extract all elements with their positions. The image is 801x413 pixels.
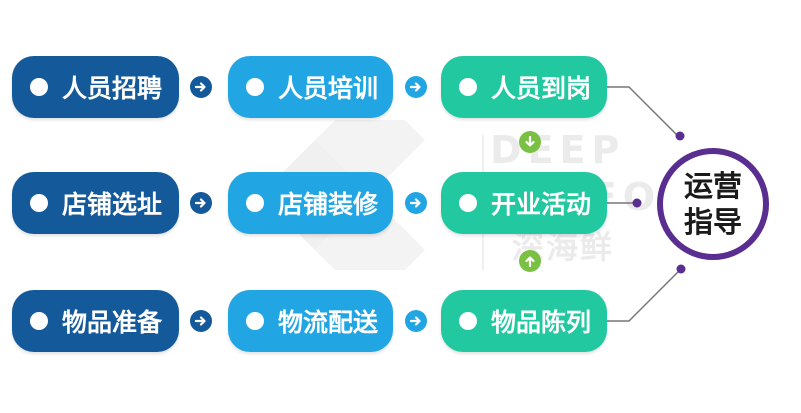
bullet-dot — [459, 194, 477, 212]
center-label-line1: 运营 — [683, 169, 742, 203]
bullet-dot — [459, 78, 477, 96]
step-logistics: 物流配送 — [228, 290, 393, 352]
step-display: 物品陈列 — [441, 290, 607, 352]
bullet-dot — [30, 78, 48, 96]
step-label: 店铺选址 — [62, 190, 163, 219]
bullet-dot — [459, 312, 477, 330]
step-label: 人员培训 — [278, 74, 379, 103]
bullet-dot — [246, 78, 264, 96]
step-opening-event: 开业活动 — [441, 172, 607, 234]
bullet-dot — [246, 312, 264, 330]
step-label: 物品准备 — [62, 308, 163, 337]
step-onboard: 人员到岗 — [441, 56, 607, 118]
arrow-down-icon — [519, 131, 541, 153]
bullet-dot — [30, 194, 48, 212]
step-site-selection: 店铺选址 — [12, 172, 179, 234]
step-training: 人员培训 — [228, 56, 393, 118]
arrow-right-icon — [190, 310, 212, 332]
step-goods-prep: 物品准备 — [12, 290, 179, 352]
arrow-right-icon — [190, 192, 212, 214]
step-label: 开业活动 — [491, 190, 592, 219]
step-label: 物品陈列 — [491, 308, 592, 337]
arrow-right-icon — [405, 76, 427, 98]
watermark-text-deep: DEEP — [490, 128, 626, 172]
operation-guidance-circle: 运营 指导 — [657, 148, 769, 260]
arrow-right-icon — [405, 192, 427, 214]
step-renovation: 店铺装修 — [228, 172, 393, 234]
step-label: 物流配送 — [278, 308, 379, 337]
center-label-line2: 指导 — [683, 205, 742, 239]
arrow-right-icon — [405, 310, 427, 332]
arrow-up-icon — [519, 250, 541, 272]
step-recruitment: 人员招聘 — [12, 56, 179, 118]
step-label: 店铺装修 — [278, 190, 379, 219]
arrow-right-icon — [190, 76, 212, 98]
bullet-dot — [246, 194, 264, 212]
bullet-dot — [30, 312, 48, 330]
step-label: 人员到岗 — [491, 74, 592, 103]
step-label: 人员招聘 — [62, 74, 163, 103]
